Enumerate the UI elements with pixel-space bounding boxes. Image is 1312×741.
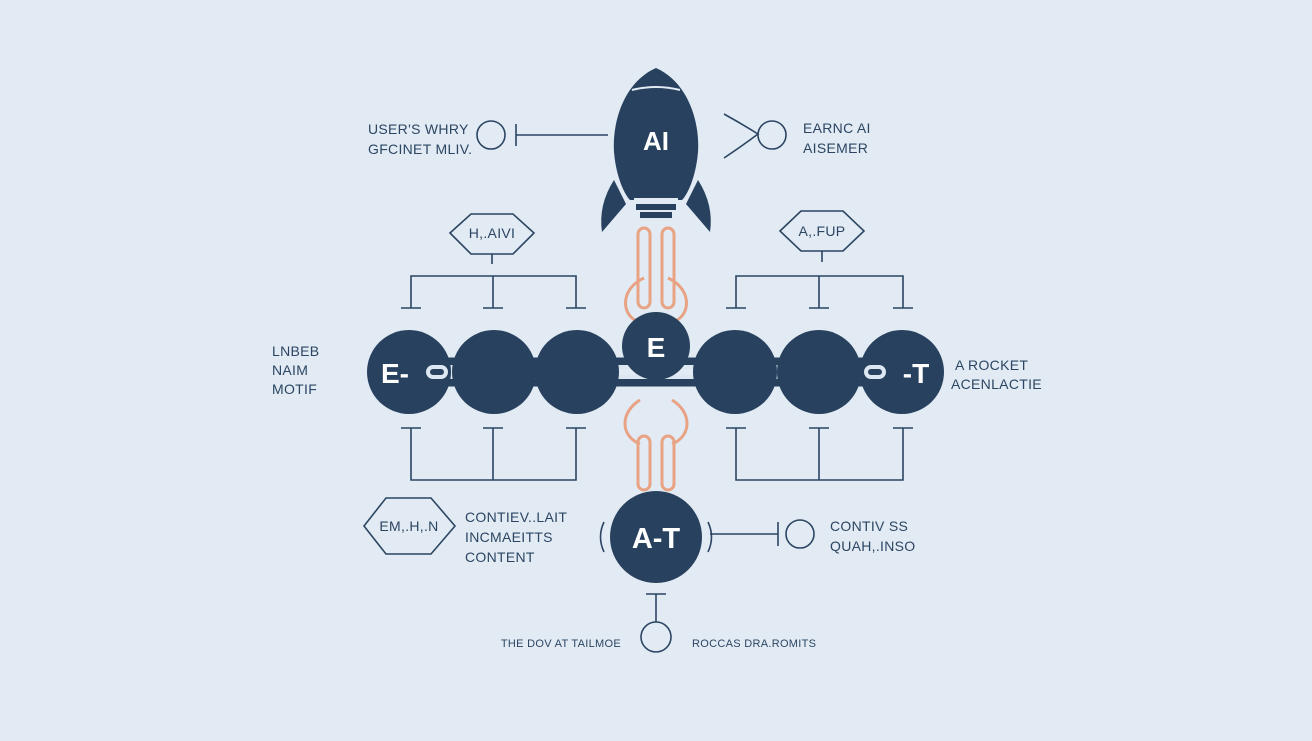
top-left-line1: USER'S WHRY — [368, 121, 469, 137]
bottom-left-tag-text: EM,.H,.N — [379, 518, 438, 534]
right-side-line1: A ROCKET — [955, 357, 1028, 373]
bottom-left-line2: INCMAEITTS — [465, 529, 553, 545]
top-right-line2: AISEMER — [803, 140, 868, 156]
bottom-left-line3: CONTENT — [465, 549, 535, 565]
circle-node-icon — [785, 519, 815, 549]
circle-node-icon — [640, 621, 672, 653]
center-node-label: E — [647, 332, 666, 363]
bottom-right-annotation: CONTIV SS QUAH,.INSO — [710, 518, 915, 554]
diamond-tag-icon — [778, 210, 866, 252]
diamond-tag-icon — [362, 497, 457, 555]
top-right-annotation: EARNC AI AISEMER — [723, 113, 871, 159]
circle-node-icon — [757, 120, 787, 150]
left-side-label: LNBEB NAIM MOTIF — [272, 343, 319, 397]
chain-node-right-label: -T — [903, 358, 929, 389]
upper-left-bracket — [401, 275, 586, 309]
bottom-stem — [640, 593, 672, 653]
right-tag-text: A,.FUP — [799, 223, 846, 239]
bottom-node-label: A-T — [632, 523, 681, 555]
bottom-right-line1: CONTIV SS — [830, 518, 908, 534]
top-right-line1: EARNC AI — [803, 120, 871, 136]
chain-node — [452, 330, 536, 414]
chain-node — [367, 330, 451, 414]
left-side-line1: LNBEB — [272, 343, 319, 359]
center-node: E — [622, 312, 690, 380]
left-side-line3: MOTIF — [272, 381, 317, 397]
chain-node — [535, 330, 619, 414]
left-side-line2: NAIM — [272, 362, 308, 378]
upper-right-bracket — [726, 275, 913, 309]
top-left-annotation: USER'S WHRY GFCINET MLIV. — [368, 120, 608, 157]
footer-left: THE DOV AT TAILMOE — [501, 638, 621, 650]
rocket-label: AI — [643, 126, 669, 156]
circle-node-icon — [476, 120, 506, 150]
chain-node-left-label: E- — [381, 358, 409, 389]
chain-node — [693, 330, 777, 414]
right-side-line2: ACENLACTIE — [951, 376, 1042, 392]
bottom-right-line2: QUAH,.INSO — [830, 538, 915, 554]
left-diamond-tag: H,.AIVI — [448, 213, 536, 264]
rocket-icon: AI — [601, 68, 711, 232]
right-side-label: A ROCKET ACENLACTIE — [951, 357, 1042, 392]
bottom-left-annotation: EM,.H,.N CONTIEV..LAIT INCMAEITTS CONTEN… — [362, 497, 567, 565]
bottom-node: A-T — [599, 491, 713, 583]
chain-node — [860, 330, 944, 414]
lower-left-bracket — [401, 427, 586, 481]
lower-right-bracket — [726, 427, 913, 481]
diamond-tag-icon — [448, 213, 536, 255]
bottom-left-line1: CONTIEV..LAIT — [465, 509, 567, 525]
left-tag-text: H,.AIVI — [469, 225, 515, 241]
footer-right: ROCCAS DRA.ROMITS — [692, 638, 816, 650]
right-diamond-tag: A,.FUP — [778, 210, 866, 262]
top-left-line2: GFCINET MLIV. — [368, 141, 472, 157]
chain-nodes: E- -T — [367, 330, 944, 414]
chain-node — [777, 330, 861, 414]
